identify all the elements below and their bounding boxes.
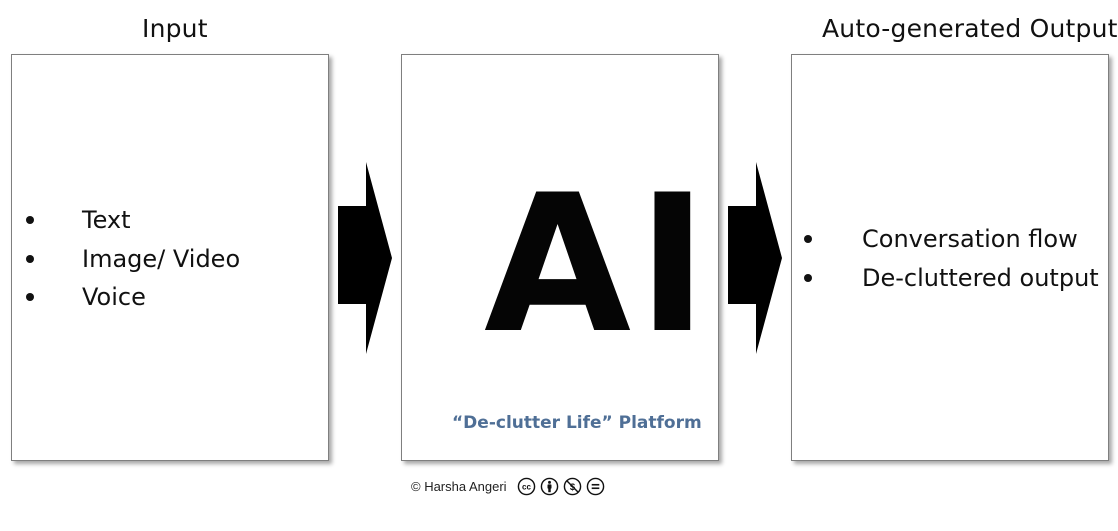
input-item-label: Voice: [82, 283, 146, 311]
bullet-icon: [26, 293, 34, 301]
input-list-item: Text: [22, 201, 240, 240]
input-item-label: Image/ Video: [82, 244, 241, 273]
input-box: Text Image/ Video Voice: [11, 54, 329, 461]
cc-icon: cc: [517, 477, 535, 495]
bullet-icon: [804, 235, 812, 243]
output-item-label: Conversation flow: [862, 225, 1078, 253]
right-arrow-icon: [728, 162, 782, 354]
platform-label: “De-clutter Life” Platform: [452, 413, 702, 433]
input-list-item: Voice: [22, 278, 240, 317]
noncommercial-icon: $: [563, 477, 581, 495]
input-heading: Input: [142, 14, 208, 43]
input-list-item: Image/ Video: [22, 240, 240, 279]
output-list-item: Conversation flow: [802, 220, 1099, 259]
bullet-icon: [804, 273, 812, 282]
output-list: Conversation flow De-cluttered output: [802, 220, 1099, 297]
copyright-text: © Harsha Angeri: [411, 478, 507, 494]
ai-platform-box: AI “De-clutter Life” Platform: [401, 54, 719, 461]
bullet-icon: [26, 216, 34, 224]
by-attribution-icon: [540, 477, 558, 495]
bullet-icon: [26, 254, 34, 263]
right-arrow-icon: [338, 162, 392, 354]
license-badges: cc $: [517, 477, 605, 496]
input-list: Text Image/ Video Voice: [22, 201, 240, 317]
svg-text:cc: cc: [522, 482, 531, 491]
input-item-label: Text: [82, 206, 131, 234]
output-heading: Auto-generated Output: [822, 14, 1118, 43]
output-box: Conversation flow De-cluttered output: [791, 54, 1109, 461]
footer: © Harsha Angeri cc $: [411, 475, 605, 497]
output-item-label: De-cluttered output: [862, 263, 1099, 292]
ai-label: AI: [484, 154, 714, 375]
noderivatives-icon: [586, 477, 604, 495]
output-list-item: De-cluttered output: [802, 259, 1099, 298]
